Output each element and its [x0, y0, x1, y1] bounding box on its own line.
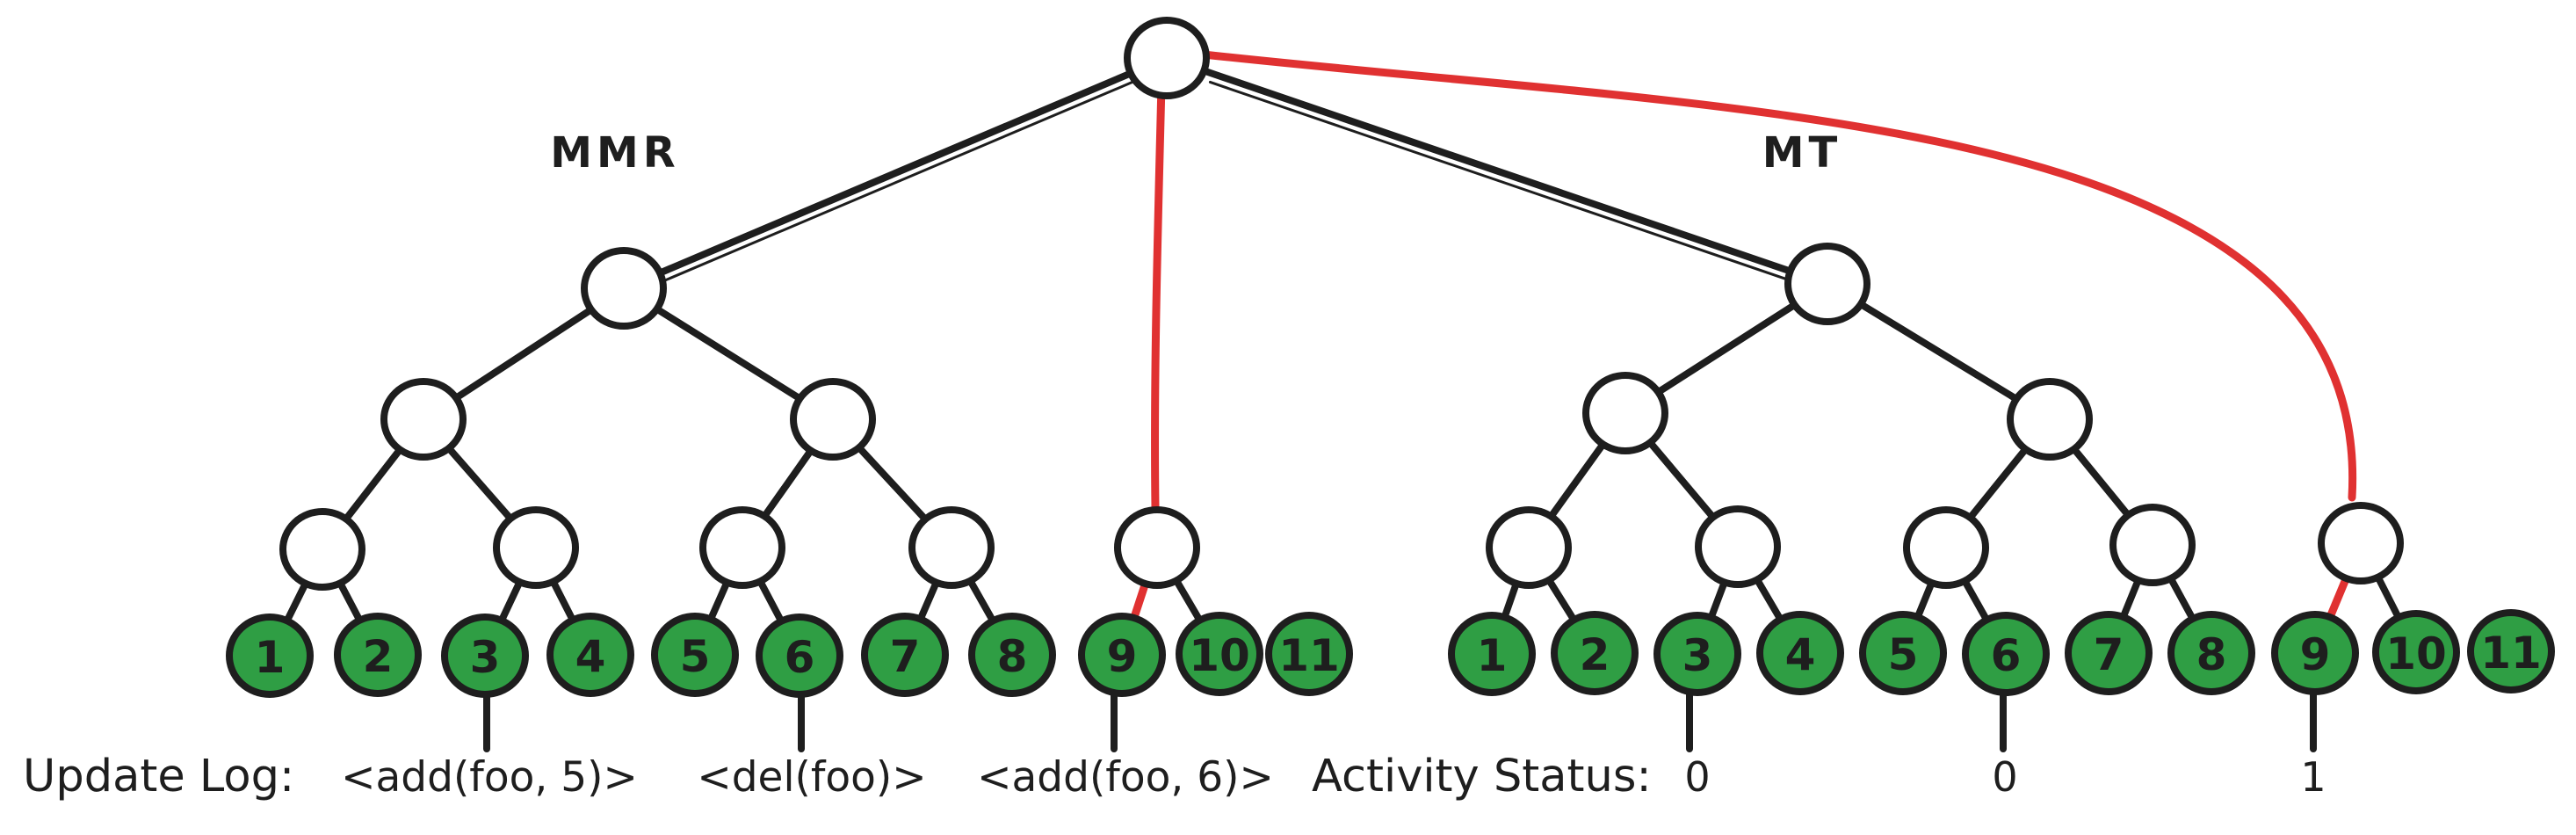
internal-node — [1582, 372, 1668, 454]
leaf-node — [1859, 611, 1947, 695]
leaf-label: 11 — [2480, 628, 2542, 679]
leaf-label: 6 — [785, 632, 815, 683]
internal-node — [1903, 506, 1989, 589]
leaf-node — [1962, 612, 2050, 696]
internal-node — [699, 506, 785, 589]
internal-node — [279, 508, 365, 591]
highlight-link-sweep — [1199, 50, 2357, 502]
leaf-label: 10 — [2385, 628, 2447, 679]
internal-node — [1114, 506, 1200, 589]
update-log-entry-3: <add(foo, 6)> — [977, 753, 1274, 802]
tree-edge — [620, 54, 1170, 292]
tree-edge — [1163, 54, 1831, 287]
highlight-link-drop — [1151, 80, 1166, 512]
activity-status-value-2: 0 — [1992, 753, 2018, 801]
leaf-label: 8 — [997, 631, 1028, 682]
mt-tree-label: MT — [1762, 128, 1842, 178]
leaf-label: 3 — [470, 632, 501, 683]
leaf-label: 9 — [2300, 629, 2331, 680]
update-log-entry-1: <add(foo, 5)> — [341, 753, 638, 802]
leaf-label: 7 — [2094, 629, 2124, 680]
leaf-node — [1078, 613, 1166, 697]
internal-node — [1695, 505, 1781, 588]
internal-node — [1486, 506, 1572, 589]
internal-node — [2109, 504, 2196, 586]
internal-node — [581, 247, 667, 330]
leaf-node — [2372, 610, 2460, 694]
leaf-label: 4 — [1785, 629, 1816, 680]
activity-status-label: Activity Status: — [1312, 751, 1652, 802]
leaf-label: 1 — [255, 632, 286, 683]
leaf-label: 2 — [363, 631, 394, 682]
leaf-label: 4 — [575, 631, 606, 682]
activity-status-value-1: 0 — [1684, 753, 1711, 801]
leaf-node — [1756, 611, 1844, 695]
leaf-label: 9 — [1107, 631, 1138, 682]
internal-node — [493, 506, 579, 589]
leaf-label: 7 — [890, 631, 921, 682]
leaf-node — [651, 613, 739, 697]
root-node — [1124, 17, 1210, 99]
leaf-label: 6 — [1991, 630, 2022, 681]
internal-node — [380, 378, 467, 461]
leaf-label: 8 — [2196, 629, 2227, 680]
activity-status-value-3: 1 — [2300, 753, 2326, 801]
leaf-node — [1176, 612, 1263, 696]
leaf-label: 5 — [680, 631, 711, 682]
leaf-label: 2 — [1580, 629, 1610, 680]
leaf-node — [968, 613, 1056, 697]
internal-node — [1784, 243, 1870, 325]
tree-edge-sketch-stroke — [1208, 80, 1806, 287]
leaf-label: 10 — [1189, 630, 1250, 681]
leaf-node — [546, 613, 634, 697]
leaf-label: 5 — [1888, 629, 1919, 680]
leaf-node — [861, 613, 949, 697]
leaf-node — [2467, 609, 2555, 693]
leaf-node — [756, 614, 843, 698]
internal-node — [2007, 378, 2093, 461]
update-log-entry-2: <del(foo)> — [697, 753, 927, 802]
leaf-node — [2271, 611, 2359, 695]
internal-node — [908, 506, 995, 589]
leaf-node — [1551, 611, 1639, 695]
internal-node — [2318, 502, 2404, 584]
leaf-node — [1653, 612, 1741, 696]
mmr-tree-label: MMR — [550, 128, 680, 178]
leaf-node — [2065, 611, 2153, 695]
leaf-node — [2167, 611, 2255, 695]
leaf-node — [226, 614, 314, 698]
tree-edge-sketch-stroke — [641, 81, 1134, 291]
leaf-node — [1448, 612, 1536, 696]
leaf-label: 3 — [1682, 630, 1713, 681]
tree-edge — [1824, 280, 2053, 423]
leaf-label: 1 — [1477, 630, 1508, 681]
internal-node — [790, 378, 876, 461]
update-log-label: Update Log: — [23, 751, 295, 802]
leaf-node — [441, 614, 529, 698]
leaf-node — [334, 613, 422, 697]
leaf-node — [1265, 612, 1353, 696]
leaf-label: 11 — [1278, 630, 1340, 681]
